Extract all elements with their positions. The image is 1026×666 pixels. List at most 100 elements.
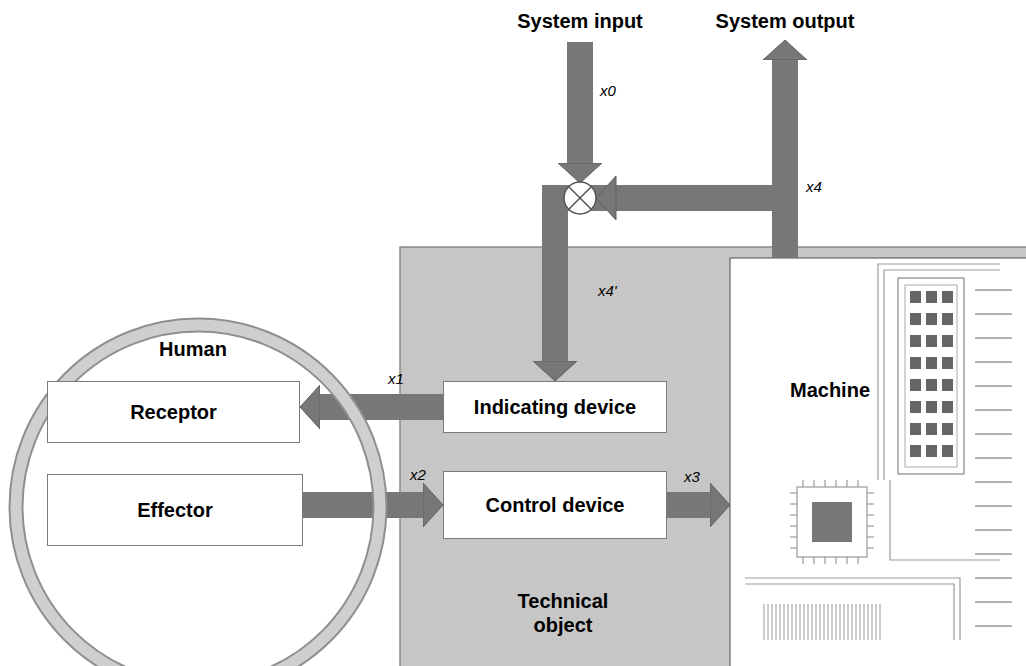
edge-contact bbox=[975, 601, 1012, 602]
comb-stroke bbox=[824, 604, 825, 640]
signal-arrow bbox=[667, 492, 710, 518]
machine-illustration bbox=[745, 264, 1012, 640]
chip-package bbox=[797, 487, 867, 557]
comb-stroke bbox=[868, 604, 869, 640]
comb-stroke bbox=[864, 604, 865, 640]
edge-contact bbox=[975, 385, 1012, 386]
chip-pin bbox=[867, 537, 874, 538]
effector-box: Effector bbox=[47, 474, 303, 546]
signal-label: x0 bbox=[600, 82, 616, 99]
comb-stroke bbox=[816, 604, 817, 640]
chip-pin bbox=[790, 526, 797, 527]
chip-pin bbox=[867, 526, 874, 527]
connector-pin bbox=[942, 445, 953, 457]
human-circle: ReceptorEffectorHuman bbox=[8, 317, 388, 666]
connector-pin bbox=[926, 291, 937, 303]
comparator-circle bbox=[564, 182, 596, 214]
chip-pin bbox=[790, 537, 797, 538]
comb-stroke bbox=[840, 604, 841, 640]
chip-pin bbox=[803, 557, 804, 564]
chip-pin bbox=[814, 557, 815, 564]
edge-contact bbox=[975, 337, 1012, 338]
comb-stroke bbox=[828, 604, 829, 640]
node-label: Receptor bbox=[130, 400, 217, 424]
comparator-cross bbox=[569, 187, 591, 209]
chip-pin bbox=[803, 480, 804, 487]
connector-pin bbox=[910, 445, 921, 457]
comb-stroke bbox=[784, 604, 785, 640]
connector-pin bbox=[942, 401, 953, 413]
connector-pin bbox=[926, 401, 937, 413]
comb-stroke bbox=[772, 604, 773, 640]
chip-pin bbox=[858, 557, 859, 564]
signal-label: x3 bbox=[684, 468, 700, 485]
comb-stroke bbox=[876, 604, 877, 640]
control-device-box: Control device bbox=[443, 471, 667, 539]
comb-stroke bbox=[820, 604, 821, 640]
chip-pin bbox=[867, 548, 874, 549]
chip-pin bbox=[847, 557, 848, 564]
circuit-trace bbox=[890, 480, 1000, 560]
comb-stroke bbox=[804, 604, 805, 640]
comb-stroke bbox=[796, 604, 797, 640]
technical-object-region: Indicating deviceControl deviceMachineTe… bbox=[400, 247, 1026, 666]
connector-pin bbox=[942, 357, 953, 369]
chip-pin bbox=[790, 504, 797, 505]
node-label: Technical object bbox=[503, 589, 623, 637]
comb-stroke bbox=[800, 604, 801, 640]
connector-pin bbox=[910, 401, 921, 413]
connector-block bbox=[898, 278, 964, 474]
node-label: Machine bbox=[770, 378, 890, 402]
edge-contact bbox=[975, 529, 1012, 530]
comb-stroke bbox=[812, 604, 813, 640]
connector-pin bbox=[926, 379, 937, 391]
connector-pin bbox=[926, 445, 937, 457]
signal-label: x2 bbox=[410, 466, 426, 483]
edge-contact bbox=[975, 313, 1012, 314]
comb-stroke bbox=[764, 604, 765, 640]
edge-contact bbox=[975, 361, 1012, 362]
connector-pin bbox=[910, 335, 921, 347]
comb-stroke bbox=[844, 604, 845, 640]
signal-label: x4' bbox=[598, 282, 617, 299]
connector-pin bbox=[910, 423, 921, 435]
connector-pin bbox=[942, 423, 953, 435]
chip-pin bbox=[858, 480, 859, 487]
system-output-label: System output bbox=[716, 10, 855, 33]
comb-stroke bbox=[792, 604, 793, 640]
chip-pin bbox=[836, 480, 837, 487]
connector-pin bbox=[926, 313, 937, 325]
comb-stroke bbox=[780, 604, 781, 640]
connector-pin bbox=[910, 313, 921, 325]
signal-arrow bbox=[303, 492, 423, 518]
connector-pin bbox=[926, 335, 937, 347]
chip-pin bbox=[825, 480, 826, 487]
comb-stroke bbox=[768, 604, 769, 640]
chip-pin bbox=[836, 557, 837, 564]
chip-pin bbox=[790, 515, 797, 516]
comb-stroke bbox=[856, 604, 857, 640]
comb-stroke bbox=[852, 604, 853, 640]
machine-box: Machine bbox=[730, 258, 1026, 666]
edge-contact bbox=[975, 409, 1012, 410]
technical-object-ground bbox=[400, 247, 1026, 666]
comb-stroke bbox=[860, 604, 861, 640]
edge-contact bbox=[975, 289, 1012, 290]
edge-contact bbox=[975, 625, 1012, 626]
connector-pin bbox=[942, 291, 953, 303]
connector-pin bbox=[942, 313, 953, 325]
receptor-box: Receptor bbox=[47, 381, 300, 443]
comb-stroke bbox=[832, 604, 833, 640]
edge-contact bbox=[975, 481, 1012, 482]
connector-pin bbox=[942, 379, 953, 391]
chip-pin bbox=[867, 515, 874, 516]
connector-pin bbox=[910, 357, 921, 369]
comb-stroke bbox=[776, 604, 777, 640]
comb-stroke bbox=[836, 604, 837, 640]
feedback-arrowhead bbox=[596, 176, 616, 220]
signal-label: x4 bbox=[806, 178, 822, 195]
chip-pin bbox=[814, 480, 815, 487]
comb-stroke bbox=[848, 604, 849, 640]
connector-pin bbox=[942, 335, 953, 347]
